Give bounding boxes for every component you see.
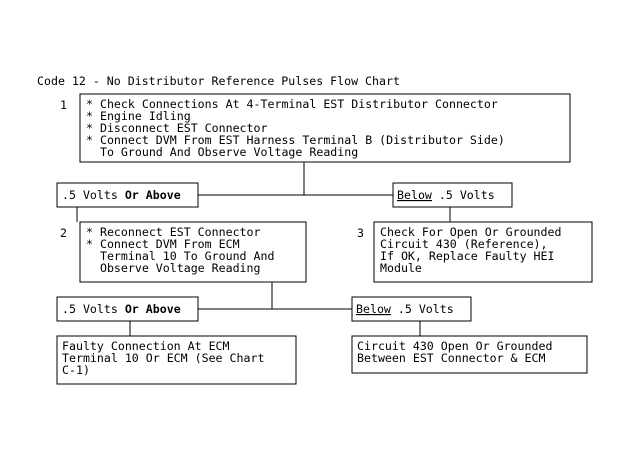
step-2-line: * Connect DVM From ECM (86, 237, 240, 251)
condition-below-box-2 (351, 296, 472, 322)
condition-value: .5 Volts (432, 188, 495, 202)
result-circuit-open-text: Circuit 430 Open Or Grounded Between EST… (357, 339, 552, 365)
step-3-line: Module (380, 261, 422, 275)
step-1-box (79, 93, 571, 163)
step-1-line: * Engine Idling (86, 109, 191, 123)
step-2-line: Terminal 10 To Ground And (86, 249, 274, 263)
condition-value: .5 Volts (391, 302, 454, 316)
step-2-line: Observe Voltage Reading (86, 261, 261, 275)
step-3-line: If OK, Replace Faulty HEI (380, 249, 555, 263)
condition-above-label-1: .5 Volts Or Above (62, 188, 181, 202)
condition-connector: Or Above (125, 302, 181, 316)
condition-below-label-2: Below .5 Volts (356, 302, 454, 316)
step-2-line: * Reconnect EST Connector (86, 225, 261, 239)
condition-prefix: Below (356, 302, 391, 316)
chart-title: Code 12 - No Distributor Reference Pulse… (37, 74, 400, 88)
connector-lines (76, 162, 451, 336)
condition-connector: Or Above (125, 188, 181, 202)
step-3-text: Check For Open Or Grounded Circuit 430 (… (380, 225, 561, 275)
condition-above-box-1 (56, 182, 199, 208)
condition-below-label-1: Below .5 Volts (397, 188, 495, 202)
step-3-box (373, 221, 593, 283)
step-2-box (79, 221, 307, 283)
result-circuit-open-box (351, 335, 588, 374)
result-line: Circuit 430 Open Or Grounded (357, 339, 552, 353)
result-faulty-connection-box (56, 335, 297, 385)
condition-above-box-2 (56, 296, 199, 322)
condition-above-label-2: .5 Volts Or Above (62, 302, 181, 316)
step-2-text: * Reconnect EST Connector * Connect DVM … (86, 225, 274, 275)
step-3-number: 3 (357, 226, 364, 240)
condition-prefix: Below (397, 188, 432, 202)
step-1-number: 1 (60, 98, 67, 112)
result-line: Faulty Connection At ECM (62, 339, 230, 353)
step-1-line: * Disconnect EST Connector (86, 121, 268, 135)
result-line: C-1) (62, 363, 90, 377)
step-3-line: Check For Open Or Grounded (380, 225, 561, 239)
step-1-line: * Check Connections At 4-Terminal EST Di… (86, 97, 498, 111)
result-line: Terminal 10 Or ECM (See Chart (62, 351, 264, 365)
condition-below-box-1 (392, 182, 513, 208)
step-1-line: To Ground And Observe Voltage Reading (86, 145, 358, 159)
result-faulty-connection-text: Faulty Connection At ECM Terminal 10 Or … (62, 339, 264, 377)
condition-value: .5 Volts (62, 188, 125, 202)
step-2-number: 2 (60, 226, 67, 240)
step-1-line: * Connect DVM From EST Harness Terminal … (86, 133, 505, 147)
step-3-line: Circuit 430 (Reference), (380, 237, 548, 251)
result-line: Between EST Connector & ECM (357, 351, 545, 365)
condition-value: .5 Volts (62, 302, 125, 316)
step-1-text: * Check Connections At 4-Terminal EST Di… (86, 97, 505, 159)
